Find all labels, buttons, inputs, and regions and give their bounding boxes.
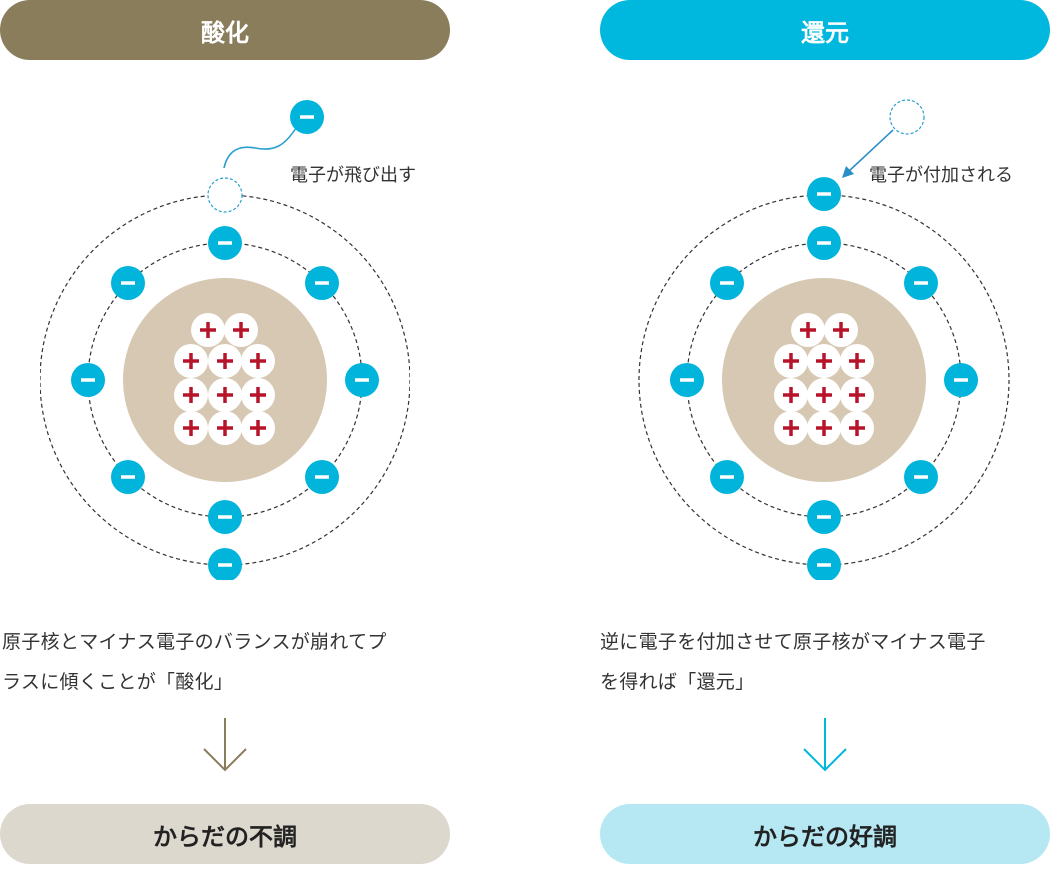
proton xyxy=(824,313,858,347)
incoming-arrow-line xyxy=(847,129,894,173)
proton xyxy=(208,411,242,445)
oxidation-atom-diagram xyxy=(40,100,410,580)
oxidation-description: 原子核とマイナス電子のバランスが崩れてプ ラスに傾くことが「酸化」 xyxy=(2,622,454,702)
electron xyxy=(208,548,242,580)
electron xyxy=(71,363,105,397)
incoming-electron-origin xyxy=(889,99,925,135)
proton xyxy=(840,378,874,412)
reduction-description: 逆に電子を付加させて原子核がマイナス電子 を得れば「還元」 xyxy=(600,622,1051,702)
reduction-description-line1: 逆に電子を付加させて原子核がマイナス電子 xyxy=(600,631,986,653)
electron xyxy=(904,266,938,300)
proton xyxy=(774,411,808,445)
reduction-header: 還元 xyxy=(600,0,1050,60)
electron-ejected-label: 電子が飛び出す xyxy=(290,165,416,186)
proton xyxy=(807,344,841,378)
proton xyxy=(774,378,808,412)
electron xyxy=(807,548,841,580)
proton xyxy=(224,313,258,347)
oxidation-result: からだの不調 xyxy=(0,804,450,864)
proton xyxy=(807,378,841,412)
proton xyxy=(807,411,841,445)
incoming-arrow-head xyxy=(842,166,854,178)
electron xyxy=(305,266,339,300)
electron-vacancy xyxy=(207,177,243,213)
electron xyxy=(111,266,145,300)
electron xyxy=(904,460,938,494)
electron xyxy=(710,266,744,300)
proton xyxy=(241,344,275,378)
proton xyxy=(241,378,275,412)
proton xyxy=(208,344,242,378)
proton xyxy=(791,313,825,347)
down-arrow-icon xyxy=(803,718,847,772)
electrons xyxy=(670,177,978,580)
protons xyxy=(774,313,874,445)
reduction-atom-diagram xyxy=(638,99,1010,580)
proton xyxy=(174,344,208,378)
down-arrow-icon xyxy=(203,718,247,772)
electron xyxy=(807,226,841,260)
proton xyxy=(840,344,874,378)
reduction-title: 還元 xyxy=(801,18,849,47)
added-electron xyxy=(807,177,841,211)
reduction-result: からだの好調 xyxy=(600,804,1050,864)
protons xyxy=(174,313,275,445)
ejected-electron xyxy=(290,100,324,134)
electron xyxy=(208,500,242,534)
oxidation-header: 酸化 xyxy=(0,0,450,60)
electron xyxy=(345,363,379,397)
oxidation-description-line1: 原子核とマイナス電子のバランスが崩れてプ xyxy=(2,631,387,653)
electron xyxy=(710,460,744,494)
electron xyxy=(208,226,242,260)
electron xyxy=(670,363,704,397)
oxidation-result-text: からだの不調 xyxy=(153,822,297,851)
proton xyxy=(840,411,874,445)
reduction-description-line2: を得れば「還元」 xyxy=(600,671,755,693)
electron xyxy=(305,460,339,494)
proton xyxy=(174,411,208,445)
reduction-result-text: からだの好調 xyxy=(753,822,897,851)
proton xyxy=(241,411,275,445)
oxidation-description-line2: ラスに傾くことが「酸化」 xyxy=(2,671,234,693)
proton xyxy=(191,313,225,347)
proton xyxy=(174,378,208,412)
proton xyxy=(208,378,242,412)
electron xyxy=(111,460,145,494)
electrons xyxy=(71,226,379,580)
electron xyxy=(944,363,978,397)
proton xyxy=(774,344,808,378)
electron xyxy=(807,500,841,534)
electron-added-label: 電子が付加される xyxy=(869,165,1013,186)
oxidation-title: 酸化 xyxy=(201,18,249,47)
ejection-path xyxy=(223,127,297,169)
